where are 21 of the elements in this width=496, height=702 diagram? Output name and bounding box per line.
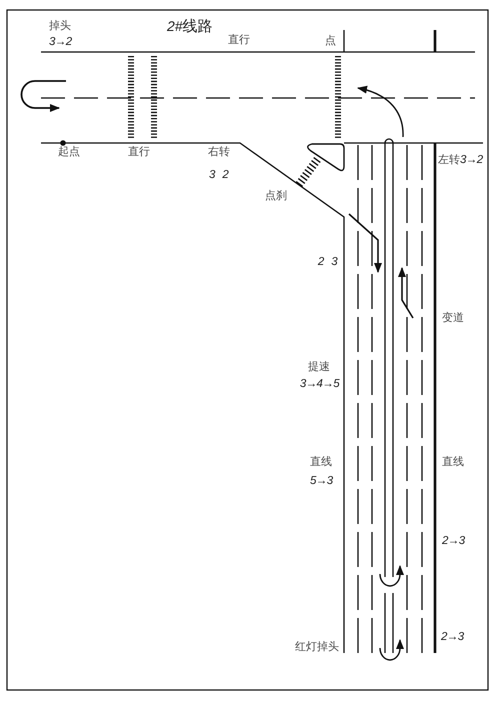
- title: 2#线路: [167, 19, 213, 34]
- road-label: 点: [325, 36, 336, 47]
- gear-label: 3→4→5: [300, 379, 339, 390]
- road-label: 起点: [58, 147, 80, 158]
- road-label: 直行: [128, 147, 150, 158]
- road-label: 红灯掉头: [295, 642, 339, 653]
- road-label: 掉头: [49, 21, 71, 32]
- road-label: 左转3→2: [438, 155, 482, 166]
- road-label: 提速: [308, 362, 330, 373]
- road-label: 直行: [228, 35, 250, 46]
- gear-label: 5→3: [310, 476, 332, 488]
- gear-label: 3 2: [209, 170, 228, 182]
- gear-label: 2→3: [441, 632, 464, 644]
- road-label: 点刹: [265, 191, 287, 202]
- road-label: 直线: [310, 457, 332, 468]
- road-label: 右转: [208, 147, 230, 158]
- road-label: 直线: [442, 457, 464, 468]
- gear-label: 3→2: [49, 37, 72, 48]
- road-label: 变道: [442, 313, 464, 324]
- gear-label: 2 3: [318, 257, 337, 268]
- gear-label: 2→3: [442, 536, 464, 548]
